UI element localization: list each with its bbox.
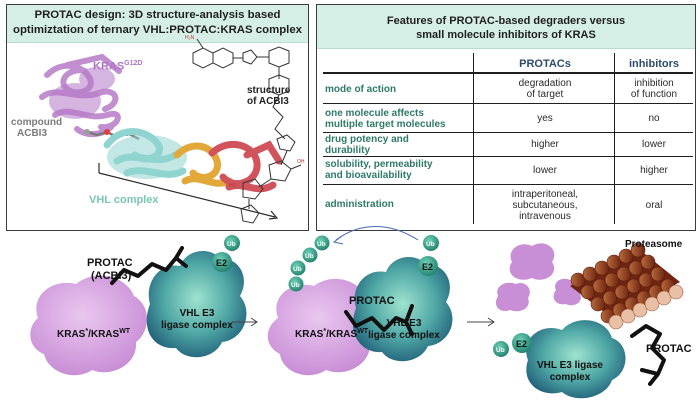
ub-label: Ub xyxy=(426,241,435,248)
ub-label: Ub xyxy=(317,241,326,248)
ub-circle xyxy=(288,276,304,292)
ub-label: Ub xyxy=(496,347,505,354)
protac-linker-icon xyxy=(344,304,414,336)
table-row-rule xyxy=(323,103,693,104)
ternary-complex-structure: H₂N OH HO xyxy=(39,35,305,224)
elongin-ribbon xyxy=(173,140,283,193)
cell-inhibitors-administration: oral xyxy=(645,200,663,211)
vhl-blob xyxy=(352,257,453,362)
protac-linker-icon xyxy=(110,246,188,285)
protac-acbi3-sub: (ACBI3) xyxy=(91,270,132,282)
row-label-administration: administration xyxy=(325,199,394,210)
kras-blob xyxy=(30,275,148,376)
structure-panel-title-line1: PROTAC design: 3D structure-analysis bas… xyxy=(34,9,281,21)
cell-protacs-administration: intraperitoneal, subcutaneous, intraveno… xyxy=(511,189,579,222)
kras-label-stage1: KRAS*/KRASWT xyxy=(57,328,131,340)
arrow-right-icon xyxy=(467,317,495,327)
proteasome-label: Proteasome xyxy=(625,239,683,250)
acbi3-chemical-structure xyxy=(192,38,302,224)
table-header-rule xyxy=(323,72,693,74)
row-label-solubility: solubility, permeability and bioavailabi… xyxy=(325,159,433,181)
cell-inhibitors-potency: lower xyxy=(642,139,666,150)
protac-label-stage2: PROTAC xyxy=(349,295,395,307)
vhl-label-stage1-line2: ligase complex xyxy=(161,320,233,331)
protac-label-stage3: PROTAC xyxy=(646,343,692,355)
row-label-multiple-targets: one molecule affects multiple target mol… xyxy=(325,108,446,130)
chem-atom-label: HO xyxy=(229,183,237,189)
stage-3 xyxy=(493,242,684,399)
table-row-rule xyxy=(323,156,693,157)
acbi3-structure-label: structure of ACBI3 xyxy=(247,85,291,107)
structure-panel-title-line2: optimiztation of ternary VHL:PROTAC:KRAS… xyxy=(13,24,302,36)
table-row-rule xyxy=(323,132,693,133)
ub-label: Ub xyxy=(227,241,236,248)
e2-label: E2 xyxy=(422,262,433,272)
structure-panel: PROTAC design: 3D structure-analysis bas… xyxy=(6,4,309,231)
ub-circle xyxy=(314,235,330,251)
e2-circle xyxy=(212,252,232,272)
stage-2 xyxy=(267,226,453,376)
ubiquitin-transfer-arrow xyxy=(335,226,419,241)
ub-circle xyxy=(224,235,240,251)
vhl-body xyxy=(107,135,187,179)
cell-inhibitors-multiple: no xyxy=(648,113,660,124)
cell-inhibitors-solubility: higher xyxy=(640,165,668,176)
kras-g12d-label: KRASG12D xyxy=(93,60,143,73)
proteasome-barrel xyxy=(570,242,684,330)
stage-1 xyxy=(30,235,247,376)
kras-fragment xyxy=(495,282,530,312)
protac-linker-icon xyxy=(630,324,666,386)
features-panel-title-line1: Features of PROTAC-based degraders versu… xyxy=(386,15,626,27)
row-label-mode-of-action: mode of action xyxy=(325,84,397,95)
ub-circle xyxy=(423,235,439,251)
e2-circle xyxy=(418,256,438,276)
vhl-label-stage3-line1: VHL E3 ligase xyxy=(537,360,603,371)
ub-label: Ub xyxy=(305,253,314,260)
cell-protacs-solubility: lower xyxy=(533,165,557,176)
vhl-label-stage1-line1: VHL E3 xyxy=(180,308,215,319)
cell-protacs-mode: degradation of target xyxy=(518,78,572,100)
features-panel: Features of PROTAC-based degraders versu… xyxy=(316,4,696,231)
chem-atom-label: OH xyxy=(297,159,305,165)
features-panel-title-line2: small molecule inhibitors of KRAS xyxy=(416,29,596,41)
column-header-protacs: PROTACs xyxy=(519,58,571,70)
kras-blob xyxy=(267,278,381,376)
column-header-inhibitors: inhibitors xyxy=(628,58,680,70)
table-row-rule xyxy=(323,184,693,185)
chem-atom-label: H₂N xyxy=(185,35,195,41)
kras-fragment xyxy=(509,243,555,280)
vhl-blob xyxy=(526,320,626,399)
kras-helix xyxy=(49,67,115,119)
cell-inhibitors-mode: inhibition of function xyxy=(630,78,678,100)
vhl-complex-label: VHL complex xyxy=(89,194,159,206)
ub-label: Ub xyxy=(291,282,300,289)
e2-label: E2 xyxy=(516,339,527,349)
row-label-potency: drug potency and durability xyxy=(325,134,409,156)
arrow-right-icon xyxy=(232,317,258,327)
table-divider xyxy=(614,53,615,224)
e2-label: E2 xyxy=(216,258,227,268)
structure-panel-header: PROTAC design: 3D structure-analysis bas… xyxy=(7,5,308,43)
vhl-label-stage2-line2: ligase complex xyxy=(368,330,440,341)
kras-label-stage2: KRAS*/KRASWT xyxy=(295,328,369,340)
features-panel-header: Features of PROTAC-based degraders versu… xyxy=(317,5,695,49)
vhl-blob xyxy=(146,251,247,358)
vhl-complex-bracket xyxy=(98,163,276,218)
protac-acbi3-label: PROTAC xyxy=(87,257,133,269)
compound-acbi3-label: compound ACBI3 xyxy=(11,117,63,139)
table-divider xyxy=(473,53,474,224)
cell-protacs-multiple: yes xyxy=(537,113,553,124)
ub-circle xyxy=(290,260,306,276)
vhl-label-stage2-line1: VHL E3 xyxy=(387,318,422,329)
vhl-label-stage3-line2: complex xyxy=(550,372,591,383)
ub-circle xyxy=(493,341,509,357)
ub-label: Ub xyxy=(293,266,302,273)
ub-circle xyxy=(302,247,318,263)
cell-protacs-potency: higher xyxy=(531,139,559,150)
e2-circle xyxy=(512,333,532,353)
